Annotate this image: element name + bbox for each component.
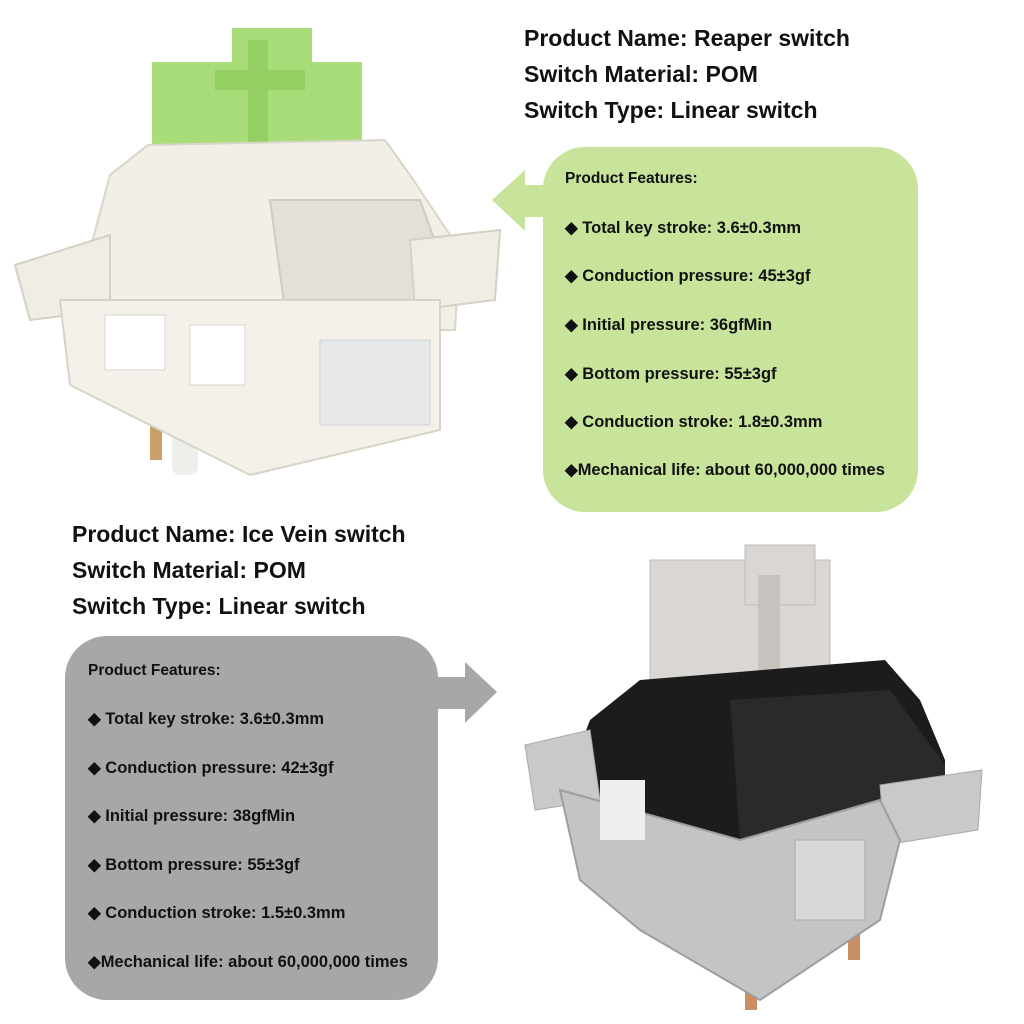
feature-item: ◆ Bottom pressure: 55±3gf [88, 856, 300, 874]
features-title: Product Features: [565, 170, 698, 187]
feature-item: ◆ Conduction pressure: 42±3gf [88, 759, 334, 777]
ice-vein-product-name: Product Name: Ice Vein switch [72, 521, 406, 547]
feature-item: ◆Mechanical life: about 60,000,000 times [88, 953, 408, 971]
reaper-product-name: Product Name: Reaper switch [524, 25, 850, 51]
arrow-right-icon [430, 662, 497, 723]
feature-item: ◆ Total key stroke: 3.6±0.3mm [565, 219, 802, 237]
feature-item: ◆ Bottom pressure: 55±3gf [565, 365, 777, 383]
reaper-switch-material: Switch Material: POM [524, 61, 758, 87]
feature-item: ◆ Conduction stroke: 1.5±0.3mm [88, 904, 346, 922]
features-title: Product Features: [88, 662, 221, 679]
reaper-switch-type: Switch Type: Linear switch [524, 97, 818, 123]
feature-item: ◆ Initial pressure: 36gfMin [565, 316, 773, 334]
feature-item: ◆Mechanical life: about 60,000,000 times [565, 461, 885, 479]
reaper-features-box: Product Features: ◆ Total key stroke: 3.… [543, 147, 918, 512]
feature-item: ◆ Conduction pressure: 45±3gf [565, 267, 811, 285]
ice-vein-switch-material: Switch Material: POM [72, 557, 306, 583]
ice-vein-features-box: Product Features: ◆ Total key stroke: 3.… [65, 636, 438, 1000]
feature-item: ◆ Conduction stroke: 1.8±0.3mm [565, 413, 823, 431]
reaper-spec-heading: Product Name: Reaper switch Switch Mater… [524, 20, 850, 128]
ice-vein-spec-heading: Product Name: Ice Vein switch Switch Mat… [72, 516, 406, 624]
arrow-left-icon [492, 170, 550, 231]
reaper-switch-image [13, 28, 502, 477]
feature-item: ◆ Total key stroke: 3.6±0.3mm [88, 710, 325, 728]
ice-vein-switch-type: Switch Type: Linear switch [72, 593, 366, 619]
feature-item: ◆ Initial pressure: 38gfMin [88, 807, 296, 825]
